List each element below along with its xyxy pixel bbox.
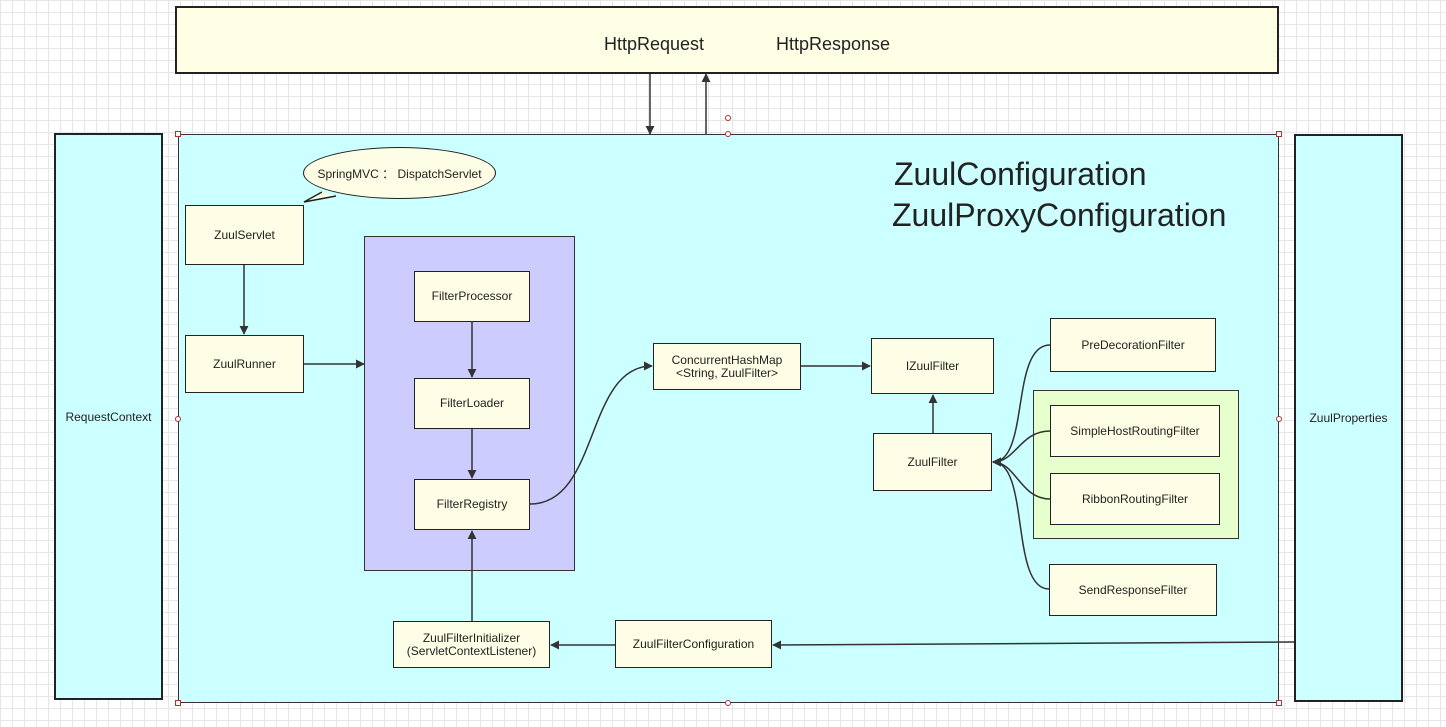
http-request-label: HttpRequest <box>604 34 705 54</box>
resize-handle-top-left[interactable] <box>175 131 181 137</box>
ribbon-routing-filter-node[interactable]: RibbonRoutingFilter <box>1050 473 1220 525</box>
filter-processor-node[interactable]: FilterProcessor <box>414 271 530 322</box>
edge-ribbon-zuulfilter <box>992 457 1051 500</box>
request-context-box[interactable]: RequestContext <box>54 133 163 700</box>
send-response-filter-label: SendResponseFilter <box>1078 582 1188 597</box>
filter-processor-label: FilterProcessor <box>431 289 513 303</box>
http-bar: HttpRequest HttpResponse <box>175 6 1279 74</box>
resize-handle-top-right[interactable] <box>1276 131 1282 137</box>
zuul-configuration-title: ZuulConfiguration <box>894 156 1147 192</box>
zuul-filter-configuration-node[interactable]: ZuulFilterConfiguration <box>615 620 772 668</box>
pre-decoration-filter-label: PreDecorationFilter <box>1081 337 1185 352</box>
zuul-properties-label: ZuulProperties <box>1309 411 1388 425</box>
resize-handle-top[interactable] <box>725 131 731 137</box>
zuul-filter-initializer-node[interactable]: ZuulFilterInitializer (ServletContextLis… <box>393 621 550 668</box>
zuul-servlet-node[interactable]: ZuulServlet <box>185 205 304 265</box>
ribbon-routing-filter-label: RibbonRoutingFilter <box>1081 491 1189 506</box>
filter-registry-label: FilterRegistry <box>436 497 508 511</box>
zuul-filter-label: ZuulFilter <box>907 454 958 469</box>
zuul-filter-configuration-label: ZuulFilterConfiguration <box>632 636 755 651</box>
zuul-filter-initializer-label: ZuulFilterInitializer <box>422 630 521 645</box>
edge-properties-configuration <box>772 640 1295 650</box>
concurrent-hash-map-label: ConcurrentHashMap <box>671 352 783 367</box>
edge-simplehost-zuulfilter <box>992 430 1051 467</box>
send-response-filter-node[interactable]: SendResponseFilter <box>1049 564 1217 616</box>
edge-sendresponse-zuulfilter <box>992 457 1050 590</box>
zuul-runner-node[interactable]: ZuulRunner <box>185 335 304 393</box>
zuul-runner-label: ZuulRunner <box>213 356 276 371</box>
resize-handle-bottom[interactable] <box>725 700 731 706</box>
filter-loader-label: FilterLoader <box>439 396 505 410</box>
zuul-filter-node[interactable]: ZuulFilter <box>873 433 992 491</box>
concurrent-hash-map-node[interactable]: ConcurrentHashMap <String, ZuulFilter> <box>653 343 801 390</box>
simple-host-routing-filter-label: SimpleHostRoutingFilter <box>1070 423 1200 438</box>
request-context-label: RequestContext <box>65 409 152 424</box>
edge-predecoration-zuulfilter <box>992 344 1051 467</box>
springmvc-callout-text: SpringMVC ： DispatchServlet <box>317 166 482 181</box>
concurrent-hash-map-type-label: <String, ZuulFilter> <box>675 365 779 380</box>
http-response-label: HttpResponse <box>776 34 891 54</box>
pre-decoration-filter-node[interactable]: PreDecorationFilter <box>1050 318 1216 372</box>
servlet-context-listener-label: (ServletContextListener) <box>406 643 537 658</box>
rotate-handle[interactable] <box>725 115 731 121</box>
simple-host-routing-filter-node[interactable]: SimpleHostRoutingFilter <box>1050 405 1220 457</box>
zuul-servlet-label: ZuulServlet <box>214 227 275 242</box>
filter-registry-node[interactable]: FilterRegistry <box>414 479 530 530</box>
resize-handle-right[interactable] <box>1276 416 1282 422</box>
filter-loader-node[interactable]: FilterLoader <box>414 378 530 429</box>
resize-handle-bottom-right[interactable] <box>1276 700 1282 706</box>
resize-handle-bottom-left[interactable] <box>175 700 181 706</box>
zuul-properties-box[interactable]: ZuulProperties <box>1294 134 1403 702</box>
resize-handle-left[interactable] <box>175 416 181 422</box>
izuul-filter-node[interactable]: IZuulFilter <box>871 338 994 394</box>
izuul-filter-label: IZuulFilter <box>905 358 960 373</box>
callout-tail <box>303 191 337 203</box>
edge-registry-hashmap <box>529 361 653 505</box>
zuul-proxy-configuration-title: ZuulProxyConfiguration <box>892 197 1227 233</box>
springmvc-callout[interactable]: SpringMVC ： DispatchServlet <box>303 147 496 199</box>
